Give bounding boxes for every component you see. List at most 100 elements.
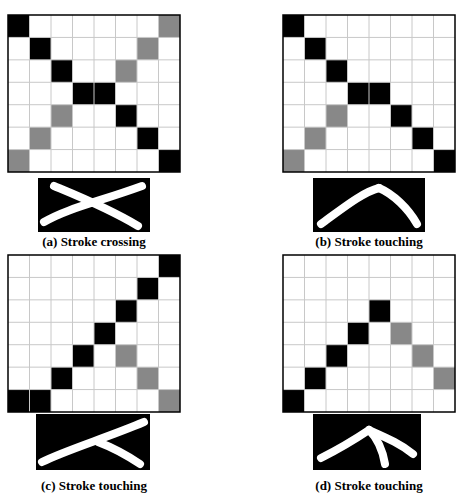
pixel-cell xyxy=(369,82,391,104)
white-stroke xyxy=(321,430,369,458)
pixel-cell xyxy=(434,150,456,172)
pixel-cell xyxy=(116,300,138,322)
grid-line xyxy=(8,59,180,60)
grid-line xyxy=(137,15,138,172)
white-stroke xyxy=(369,430,413,454)
pixel-cell xyxy=(137,127,159,149)
panel-caption: (d) Stroke touching xyxy=(315,478,422,493)
grid-line xyxy=(283,104,455,105)
grid-line xyxy=(283,277,455,278)
white-stroke xyxy=(54,186,138,226)
grid-line xyxy=(390,255,391,412)
grid-line xyxy=(433,255,434,412)
grid-line xyxy=(158,255,159,412)
pixel-cell xyxy=(116,345,138,367)
grid-line xyxy=(283,389,455,390)
grid-line xyxy=(94,15,95,172)
image-ground xyxy=(313,414,421,470)
panel-caption: (b) Stroke touching xyxy=(315,234,422,249)
pixel-cell xyxy=(137,367,159,389)
stroke-image xyxy=(313,178,425,232)
grid-ground xyxy=(8,15,180,172)
pixel-cell xyxy=(51,105,73,127)
grid-line xyxy=(8,277,180,278)
grid-line xyxy=(347,255,348,412)
grid-line xyxy=(283,322,455,323)
pixel-cell xyxy=(137,37,159,59)
pixel-cell xyxy=(326,105,348,127)
pixel-cell xyxy=(348,82,370,104)
pixel-cell xyxy=(391,105,413,127)
grid-line xyxy=(115,255,116,412)
pixel-grid xyxy=(8,15,180,172)
grid-line xyxy=(8,104,180,105)
panel-caption: (a) Stroke crossing xyxy=(42,234,146,249)
pixel-panel xyxy=(8,15,180,232)
grid-line xyxy=(51,255,52,412)
grid-line xyxy=(94,255,95,412)
pixel-cell xyxy=(369,300,391,322)
grid-border xyxy=(283,255,455,412)
pixel-cell xyxy=(30,127,52,149)
pixel-cell xyxy=(159,150,181,172)
grid-line xyxy=(412,255,413,412)
grid-line xyxy=(8,149,180,150)
pixel-cell xyxy=(305,367,327,389)
grid-ground xyxy=(283,15,455,172)
grid-line xyxy=(390,15,391,172)
pixel-cell xyxy=(30,37,52,59)
grid-line xyxy=(369,15,370,172)
image-ground xyxy=(313,178,425,232)
grid-line xyxy=(412,15,413,172)
pixel-cell xyxy=(8,390,30,412)
pixel-cell xyxy=(116,105,138,127)
grid-line xyxy=(51,15,52,172)
pixel-grid xyxy=(283,255,455,412)
grid-line xyxy=(304,15,305,172)
pixel-cell xyxy=(434,367,456,389)
stroke-image xyxy=(36,414,150,470)
grid-line xyxy=(433,15,434,172)
pixel-cell xyxy=(326,345,348,367)
pixel-cell xyxy=(412,345,434,367)
image-ground xyxy=(36,414,150,470)
pixel-cell xyxy=(305,127,327,149)
pixel-cell xyxy=(30,390,52,412)
panel-caption: (c) Stroke touching xyxy=(41,478,147,493)
pixel-cell xyxy=(73,82,95,104)
grid-ground xyxy=(283,255,455,412)
grid-border xyxy=(283,15,455,172)
pixel-grid xyxy=(283,15,455,172)
grid-line xyxy=(115,15,116,172)
pixel-panel xyxy=(8,255,180,470)
grid-line xyxy=(8,344,180,345)
pixel-cell xyxy=(51,367,73,389)
grid-line xyxy=(29,255,30,412)
pixel-cell xyxy=(283,150,305,172)
pixel-cell xyxy=(8,15,30,37)
pixel-cell xyxy=(391,322,413,344)
pixel-cell xyxy=(73,345,95,367)
grid-line xyxy=(326,255,327,412)
pixel-cell xyxy=(159,255,181,277)
grid-line xyxy=(72,15,73,172)
stroke-image xyxy=(38,178,150,232)
grid-line xyxy=(304,255,305,412)
stroke-image xyxy=(313,414,421,470)
pixel-cell xyxy=(283,390,305,412)
grid-line xyxy=(8,37,180,38)
pixel-panel xyxy=(283,255,455,470)
grid-line xyxy=(283,367,455,368)
pixel-cell xyxy=(51,60,73,82)
pixel-cell xyxy=(94,322,116,344)
grid-line xyxy=(8,389,180,390)
pixel-cell xyxy=(159,390,181,412)
grid-line xyxy=(8,322,180,323)
grid-line xyxy=(283,299,455,300)
grid-line xyxy=(29,15,30,172)
grid-line xyxy=(347,15,348,172)
grid-ground xyxy=(8,255,180,412)
white-stroke xyxy=(379,188,417,224)
grid-border xyxy=(8,255,180,412)
grid-line xyxy=(8,367,180,368)
